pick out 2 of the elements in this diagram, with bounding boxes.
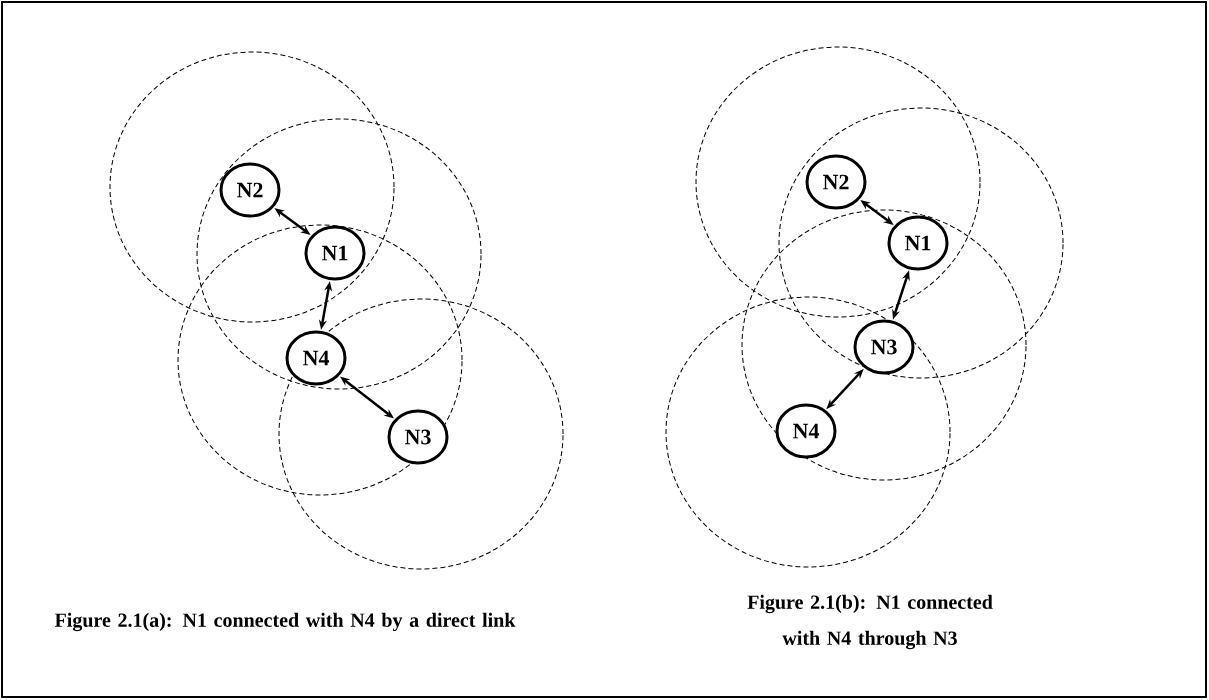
caption: Figure 2.1(b): N1 connected with N4 through N3 [747,594,993,650]
caption: Figure 2.1(a): N1 connected with N4 by a direct link [54,612,516,632]
